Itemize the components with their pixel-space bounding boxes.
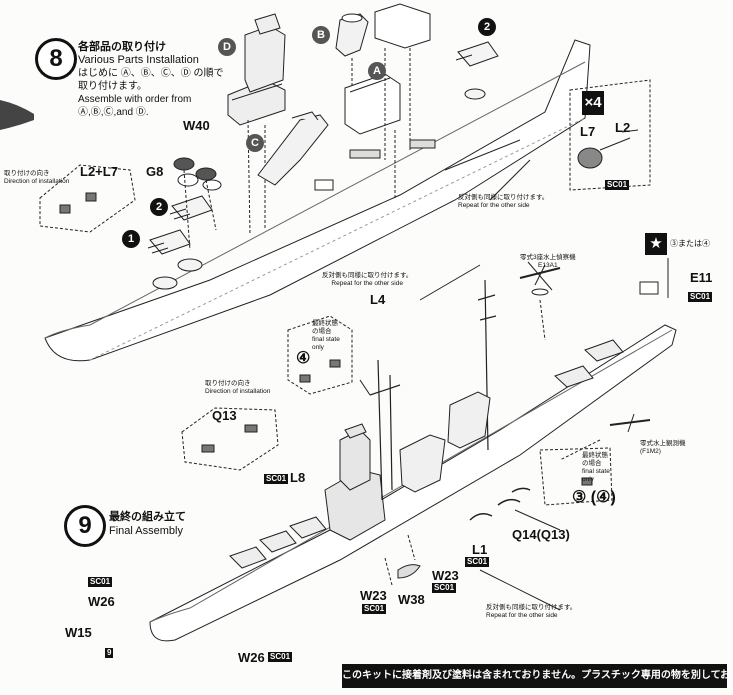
part-l2: L2 — [615, 120, 631, 135]
assembly-a-badge: A — [368, 62, 386, 80]
final-state-2-jp-2: の場合 — [582, 460, 602, 467]
final-state-note-1: 最終状態 の場合 final state only — [312, 320, 340, 352]
assembly-c-drawing — [257, 111, 329, 186]
part-w23-left: W23 — [360, 588, 387, 603]
e13a1-label-en: E13A1 — [538, 262, 558, 269]
part-9-badge: 9 — [105, 648, 114, 658]
part-e11: E11 — [690, 270, 713, 285]
part-w38: W38 — [398, 592, 425, 607]
final-state-1-en-2: only — [312, 344, 324, 351]
turret-2-step8 — [169, 195, 213, 272]
assembly-d-badge: D — [218, 38, 236, 56]
step-9-header: 最終の組み立て Final Assembly — [109, 510, 186, 538]
step-8-instr-en-2: Ⓐ,Ⓑ,Ⓒ,and Ⓓ. — [78, 107, 149, 118]
repeat-note-3-jp: 反対側も同様に取り付けます。 — [486, 604, 577, 611]
sc01-badge-l8: SC01 — [264, 474, 289, 484]
seaplane-e13a1 — [519, 261, 561, 296]
prev-step-graphic — [0, 100, 34, 130]
f1m2-label-en: (F1M2) — [640, 448, 661, 455]
turret-1-badge: 1 — [122, 230, 140, 248]
final-state-1-jp-1: 最終状態 — [312, 320, 338, 327]
sc01-badge-w23-left: SC01 — [362, 604, 387, 614]
final-state-note-2: 最終状態 の場合 final state only — [582, 452, 610, 484]
part-l4: L4 — [370, 292, 386, 307]
direction-note-2: 取り付けの向き Direction of installation — [205, 380, 270, 396]
assembly-b-badge: B — [312, 26, 330, 44]
direction-note-1: 取り付けの向き Direction of installation — [4, 170, 69, 186]
quantity-x4: ×4 — [582, 91, 604, 115]
step-8-instr-jp-1: はじめに Ⓐ、Ⓑ、Ⓒ、Ⓓ の順で — [78, 68, 224, 79]
superstructure-step9 — [324, 423, 386, 541]
sc01-badge-w26-top: SC01 — [88, 577, 113, 587]
f1m2-label: 零式水上観測機 (F1M2) — [640, 440, 686, 456]
step-9-number: 9 — [64, 505, 106, 547]
final-choice-1: ④ — [296, 350, 311, 367]
direction-note-2-en: Direction of installation — [205, 388, 271, 395]
star-choice: ③または④ — [670, 239, 710, 248]
step-8-title-en: Various Parts Installation — [78, 54, 199, 66]
direction-note-1-jp: 取り付けの向き — [4, 170, 50, 177]
final-choice-2: ③ (④) — [572, 489, 616, 506]
sc01-badge-w26-bottom: SC01 — [268, 652, 293, 662]
part-l8: L8 — [290, 470, 306, 485]
part-l2-l7: L2+L7 — [80, 164, 118, 179]
star-mark-icon: ★ — [645, 233, 667, 255]
sc01-badge-w23-right: SC01 — [432, 583, 457, 593]
step-8-number: 8 — [35, 38, 77, 80]
final-state-1-en-1: final state — [312, 336, 340, 343]
step-9-title-jp: 最終の組み立て — [109, 511, 186, 523]
step-8-instr-jp-2: 取り付けます。 — [78, 81, 147, 92]
part-w15: W15 — [65, 625, 92, 640]
e13a1-label: 零式3座水上偵察機 E13A1 — [520, 254, 576, 270]
seaplane-f1m2 — [609, 413, 651, 433]
part-l1: L1 — [472, 542, 488, 557]
part-w26-bottom: W26 — [238, 650, 265, 665]
turret-2-badge: 2 — [150, 198, 168, 216]
repeat-note-2-jp: 反対側も同様に取り付けます。 — [322, 272, 413, 279]
rear-turret-step8 — [455, 41, 499, 100]
final-state-2-en-2: only — [582, 476, 594, 483]
f1m2-label-jp: 零式水上観測機 — [640, 440, 686, 447]
step-8-header: 各部品の取り付け Various Parts Installation はじめに… — [78, 41, 224, 119]
part-l7: L7 — [580, 124, 596, 139]
step-8-instr-en-1: Assemble with order from — [78, 94, 192, 105]
repeat-note-2: 反対側も同様に取り付けます。 Repeat for the other side — [322, 272, 412, 288]
turret-2-badge-top: 2 — [478, 18, 496, 36]
assembly-a-drawing — [344, 3, 431, 135]
sc01-badge-x4: SC01 — [605, 180, 630, 190]
assembly-b-drawing — [335, 13, 369, 57]
step-8-title-jp: 各部品の取り付け — [78, 41, 166, 53]
part-q13: Q13 — [212, 408, 237, 423]
repeat-note-3-en: Repeat for the other side — [486, 612, 558, 619]
warning-bar: このキットに接着剤及び塗料は含まれておりません。プラスチック専用の物を別しており… — [342, 664, 727, 688]
part-g8: G8 — [146, 164, 164, 179]
e13a1-label-jp: 零式3座水上偵察機 — [520, 254, 576, 261]
part-w23-right: W23 — [432, 568, 459, 583]
final-state-2-en-1: final state — [582, 468, 610, 475]
repeat-note-2-en: Repeat for the other side — [331, 280, 403, 287]
repeat-note-1-jp: 反対側も同様に取り付けます。 — [458, 194, 549, 201]
turret-1-step8 — [147, 229, 191, 290]
part-w26-top: W26 — [88, 594, 115, 609]
final-state-2-jp-1: 最終状態 — [582, 452, 608, 459]
sc01-badge-l1: SC01 — [465, 557, 490, 567]
repeat-note-1-en: Repeat for the other side — [458, 202, 530, 209]
direction-note-1-en: Direction of installation — [4, 178, 70, 185]
repeat-note-1: 反対側も同様に取り付けます。 Repeat for the other side — [458, 194, 548, 210]
part-w40: W40 — [183, 118, 210, 133]
part-q14: Q14(Q13) — [512, 527, 570, 542]
hull-step8 — [44, 39, 591, 362]
assembly-c-badge: C — [246, 134, 264, 152]
assembly-d-drawing — [227, 13, 286, 126]
step-9-title-en: Final Assembly — [109, 525, 183, 537]
repeat-note-3: 反対側も同様に取り付けます。 Repeat for the other side — [486, 604, 576, 620]
final-state-1-jp-2: の場合 — [312, 328, 332, 335]
sc01-badge-e11: SC01 — [688, 292, 713, 302]
direction-note-2-jp: 取り付けの向き — [205, 380, 251, 387]
